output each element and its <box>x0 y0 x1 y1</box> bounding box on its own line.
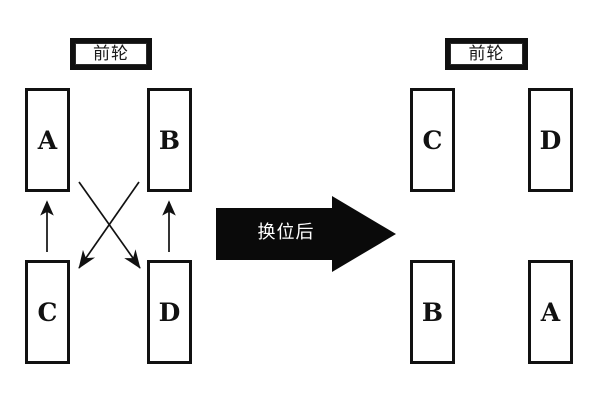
tyre-box-left-rear-left: C <box>25 260 70 364</box>
tyre-letter: B <box>421 297 444 327</box>
tyre-box-left-front-right: B <box>147 88 192 192</box>
tyre-box-right-front-left: C <box>410 88 455 192</box>
transition-arrow: 换位后 <box>214 196 398 272</box>
front-wheel-label-right: 前轮 <box>445 38 528 70</box>
tyre-box-right-rear-right: A <box>528 260 573 364</box>
tyre-letter: A <box>37 125 58 155</box>
transition-arrow-shape <box>216 196 396 272</box>
tyre-box-right-front-right: D <box>528 88 573 192</box>
tyre-letter: A <box>540 297 561 327</box>
tyre-letter: C <box>422 125 443 155</box>
tyre-letter: D <box>158 297 181 327</box>
arrow-diagonal-down-left <box>78 181 140 269</box>
tyre-letter: C <box>37 297 58 327</box>
tyre-letter: D <box>539 125 562 155</box>
front-wheel-label-left: 前轮 <box>70 38 152 70</box>
tyre-box-left-front-left: A <box>25 88 70 192</box>
arrow-diagonal-down-right <box>78 181 141 269</box>
transition-arrow-label: 换位后 <box>257 222 315 243</box>
tyre-box-left-rear-right: D <box>147 260 192 364</box>
front-wheel-label-left-text: 前轮 <box>75 43 147 65</box>
tyre-box-right-rear-left: B <box>410 260 455 364</box>
tyre-letter: B <box>158 125 181 155</box>
front-wheel-label-right-text: 前轮 <box>450 43 523 65</box>
